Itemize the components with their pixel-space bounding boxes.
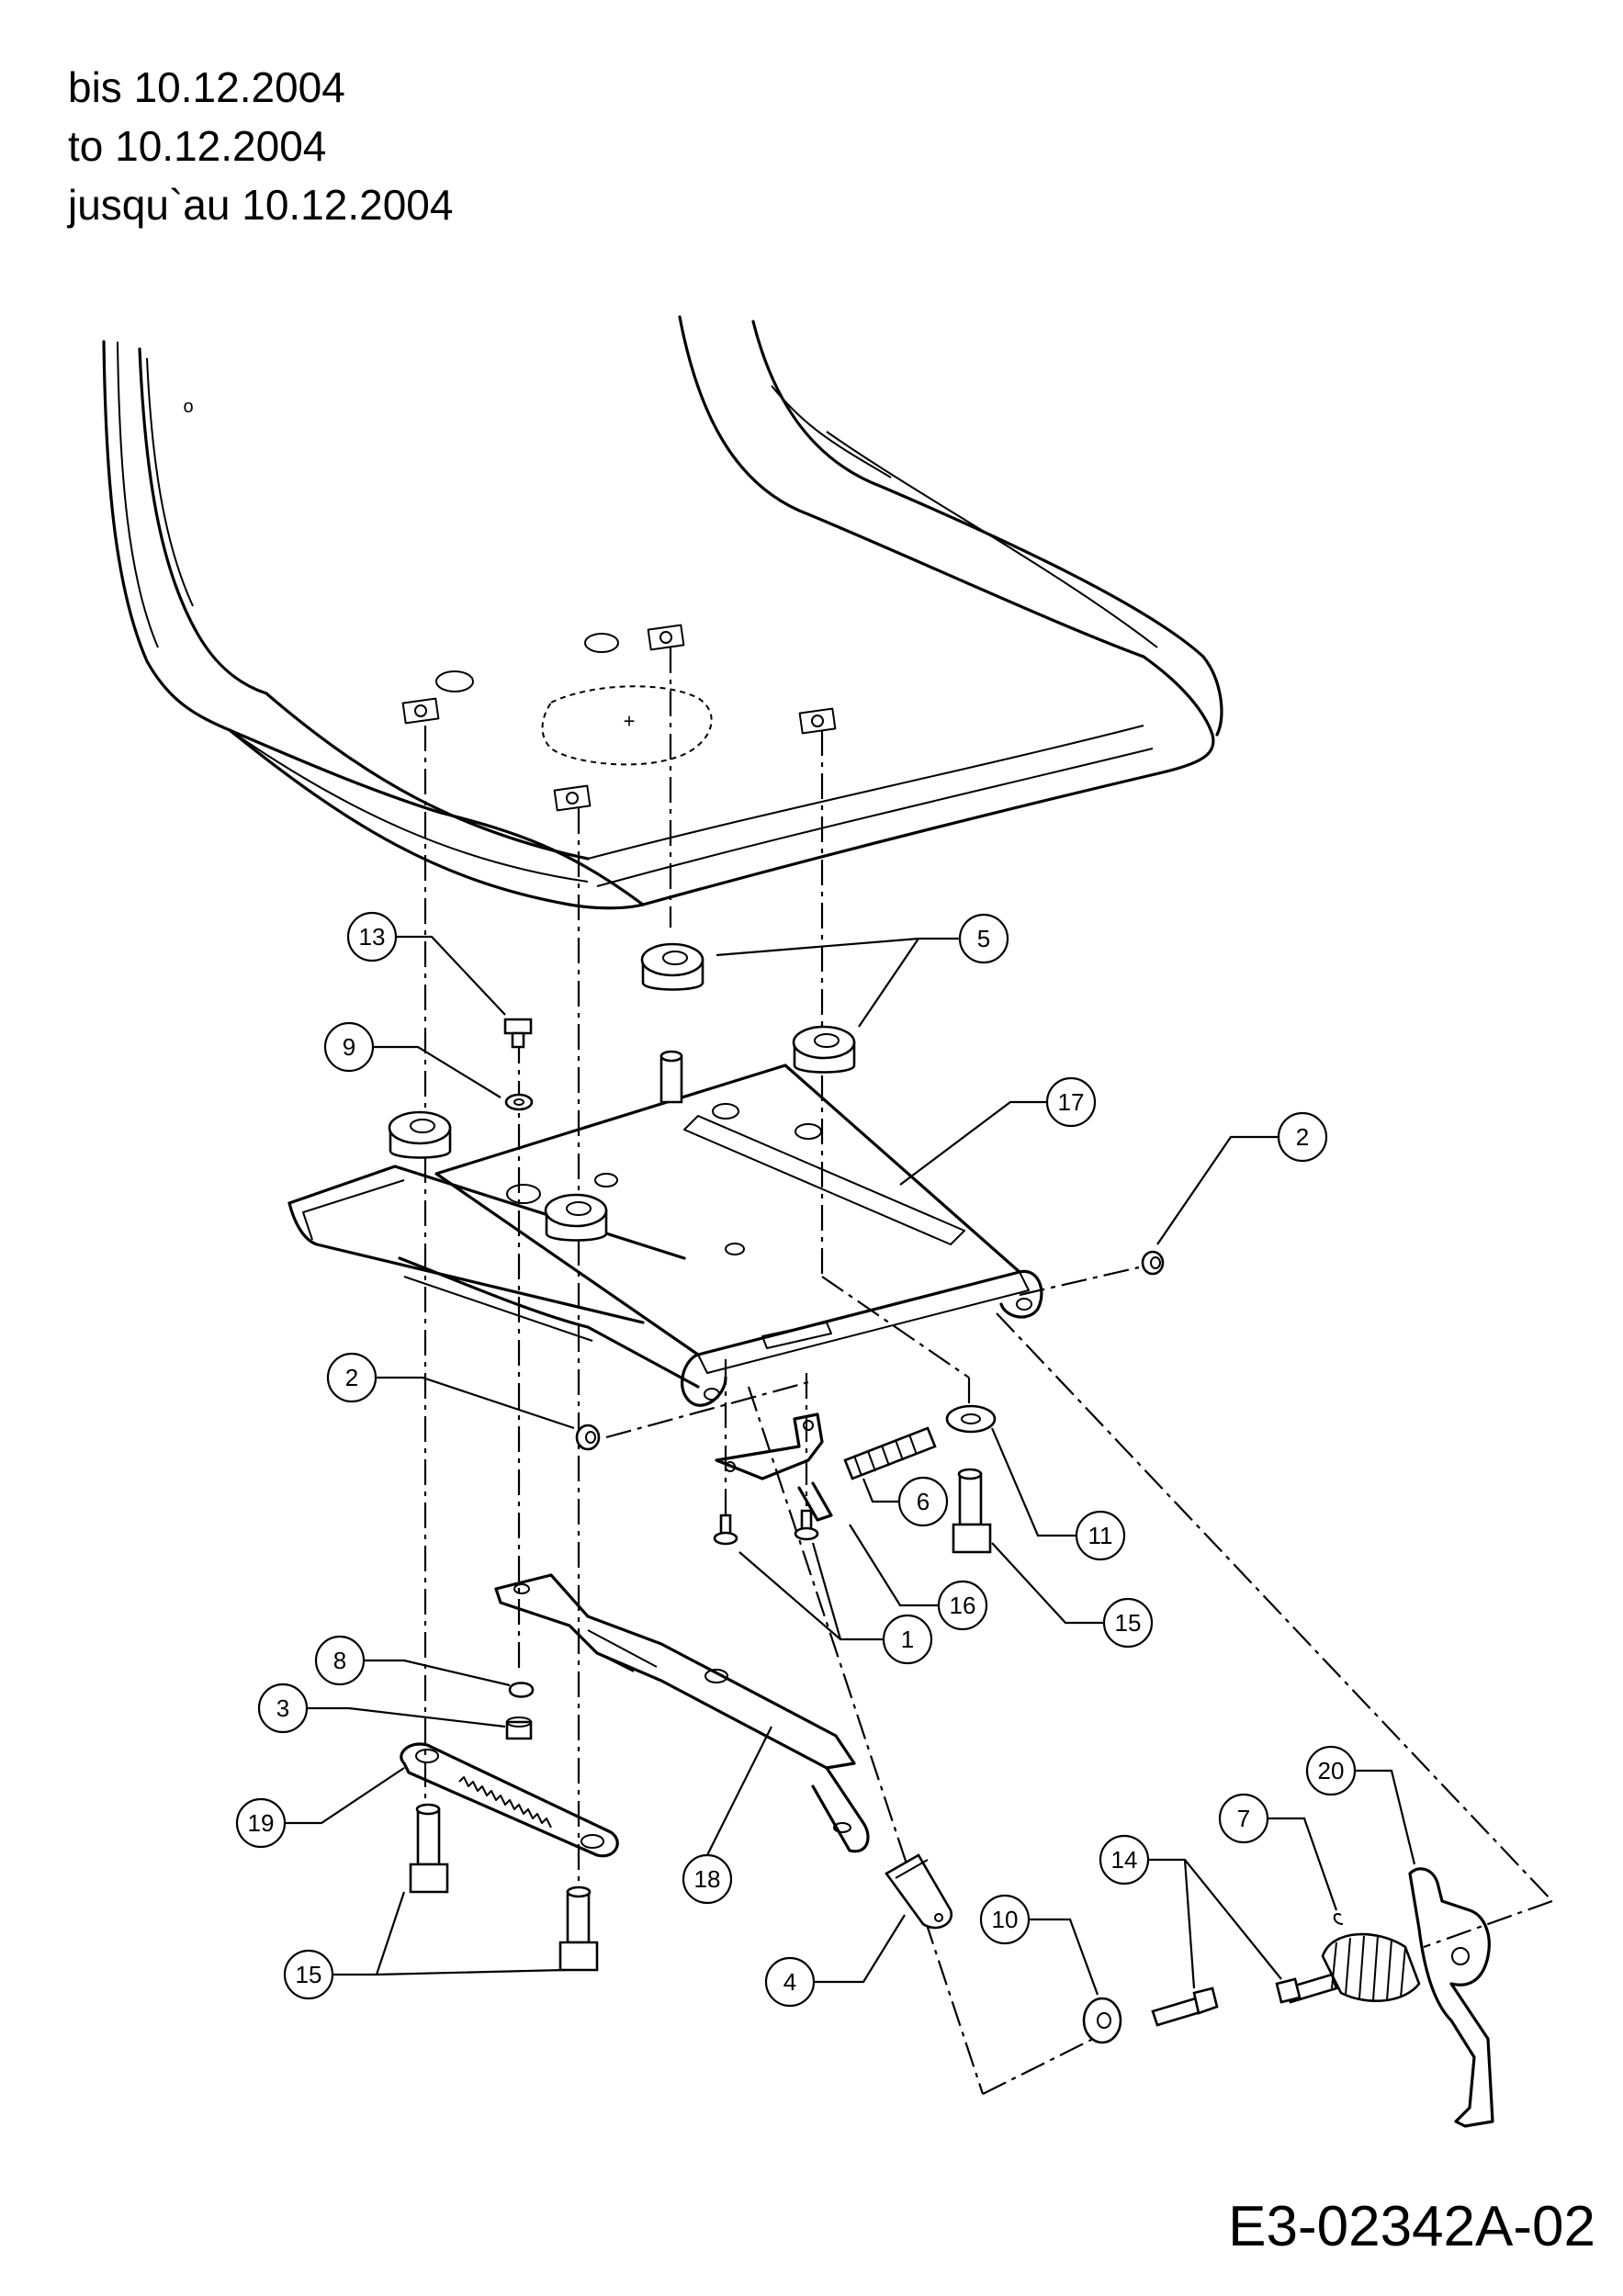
- svg-text:18: 18: [694, 1865, 721, 1893]
- lower-fasteners: [1082, 1973, 1338, 2044]
- callout-10: 10: [979, 1894, 1099, 1996]
- callout-9: 9: [323, 1021, 502, 1098]
- svg-text:15: 15: [296, 1961, 322, 1988]
- svg-text:o: o: [183, 397, 193, 417]
- seat: + o: [102, 315, 1223, 910]
- callout-7: 7: [1218, 1793, 1338, 1911]
- svg-text:2: 2: [1296, 1123, 1309, 1151]
- handle-grip: [885, 1853, 953, 1930]
- callout-3: 3: [257, 1683, 506, 1734]
- callout-13: 13: [346, 911, 506, 1016]
- svg-text:16: 16: [950, 1592, 976, 1619]
- callouts: 13 5 9 17 2 2 6 11 16 15 1 8 3 19 18 20 …: [235, 911, 1416, 2008]
- callout-6: 6: [862, 1476, 949, 1527]
- svg-text:19: 19: [248, 1809, 275, 1837]
- svg-text:2: 2: [345, 1364, 358, 1391]
- callout-19: 19: [235, 1767, 405, 1849]
- ratchet-rail: [400, 1742, 619, 1858]
- hardware: [409, 1018, 1165, 1972]
- svg-text:4: 4: [783, 1968, 796, 1996]
- svg-text:14: 14: [1111, 1846, 1138, 1874]
- svg-text:9: 9: [343, 1033, 355, 1061]
- callout-18: 18: [682, 1726, 772, 1905]
- callout-5: 5: [716, 913, 1009, 1028]
- callout-2-right: 2: [1156, 1111, 1328, 1245]
- svg-text:15: 15: [1115, 1609, 1142, 1637]
- date-line-german: bis 10.12.2004: [68, 63, 345, 111]
- callout-16: 16: [849, 1524, 988, 1631]
- assembly-lines: [423, 647, 1553, 2095]
- svg-text:1: 1: [901, 1626, 914, 1653]
- document-number: E3-02342A-02: [1228, 2195, 1595, 2258]
- callout-14: 14: [1099, 1834, 1282, 1989]
- callout-8: 8: [314, 1635, 511, 1687]
- svg-text:5: 5: [977, 925, 990, 952]
- svg-text:13: 13: [359, 923, 386, 951]
- slide-bracket: [494, 1573, 870, 1853]
- callout-15-upper: 15: [991, 1542, 1154, 1649]
- svg-text:11: 11: [1088, 1522, 1113, 1549]
- svg-text:6: 6: [917, 1488, 930, 1515]
- callout-20: 20: [1305, 1745, 1416, 1865]
- date-line-english: to 10.12.2004: [68, 122, 327, 170]
- callout-1: 1: [738, 1542, 933, 1665]
- callout-17: 17: [899, 1076, 1097, 1186]
- svg-text:20: 20: [1318, 1757, 1345, 1784]
- svg-text:7: 7: [1237, 1805, 1250, 1832]
- svg-text:10: 10: [992, 1906, 1019, 1933]
- rubber-buffers: [388, 942, 856, 1242]
- callout-4: 4: [764, 1914, 906, 2008]
- svg-text:3: 3: [276, 1694, 289, 1722]
- svg-text:8: 8: [333, 1647, 346, 1674]
- callout-11: 11: [990, 1427, 1126, 1561]
- date-line-french: jusqu`au 10.12.2004: [68, 181, 454, 229]
- seat-plate: [287, 1064, 1043, 1407]
- svg-text:17: 17: [1058, 1088, 1085, 1116]
- callout-2-left: 2: [326, 1352, 575, 1430]
- callout-15-lower: 15: [283, 1891, 566, 2000]
- svg-text:+: +: [624, 710, 636, 733]
- lever-assembly: [1321, 1867, 1494, 2128]
